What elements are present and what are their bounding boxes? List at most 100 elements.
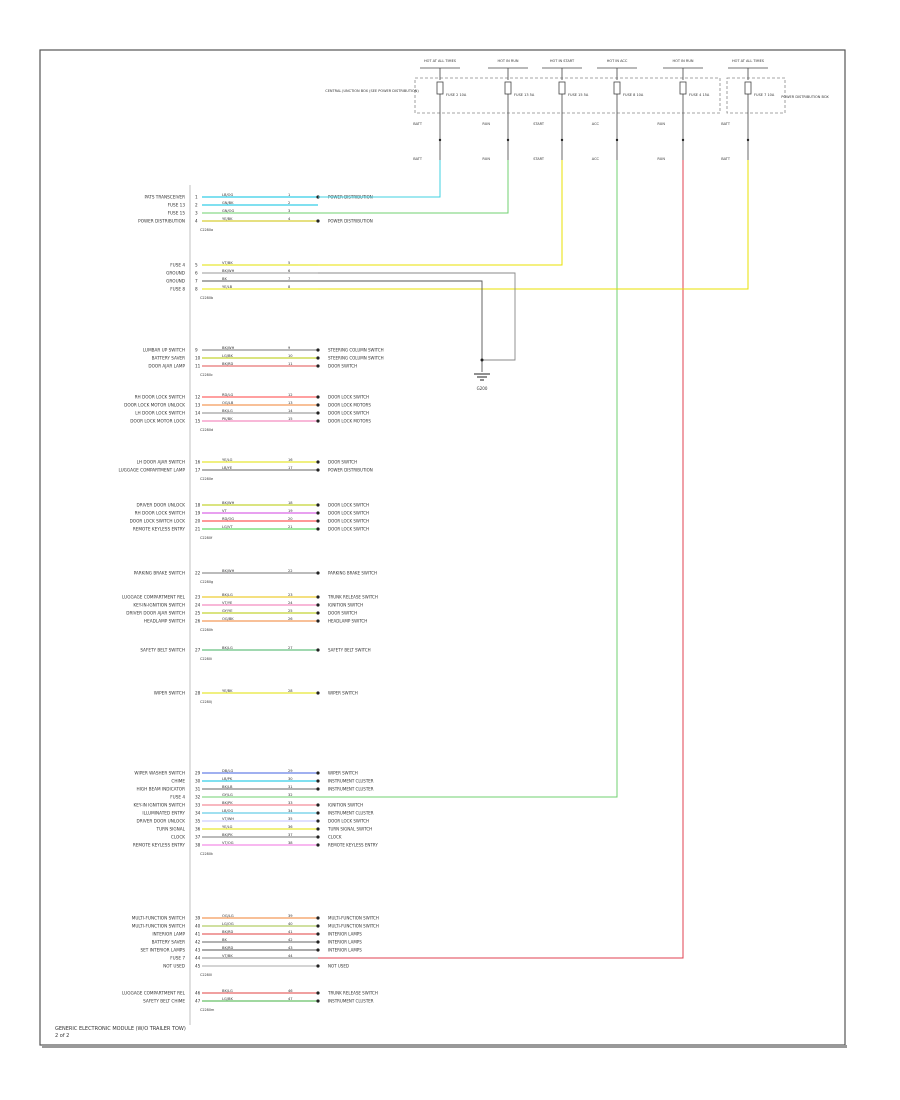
signal-label: LUMBAR UP SWITCH [143, 348, 185, 353]
destination-label: IGNITION SWITCH [328, 603, 363, 608]
signal-label: CHIME [171, 779, 185, 784]
splice-dot [438, 138, 442, 142]
destination-label: STEERING COLUMN SWITCH [328, 348, 384, 353]
signal-label: SET INTERIOR LAMPS [140, 948, 185, 953]
fuse-symbol [504, 81, 512, 95]
connector-pin [316, 571, 320, 575]
circuit-number: 43 [288, 946, 293, 950]
connector-pin [316, 527, 320, 531]
connector-id: C2280b [200, 296, 213, 300]
circuit-number: 3 [288, 209, 290, 213]
feed-wire [318, 160, 563, 266]
fuse-circuit-label: BATT [413, 157, 423, 161]
connector-pin [316, 619, 320, 623]
fuse-circuit-label: RUN [482, 122, 490, 126]
pin-number: 36 [195, 827, 201, 832]
destination-label: INTERIOR LAMPS [328, 932, 362, 937]
pin-number: 13 [195, 403, 201, 408]
signal-label: NOT USED [163, 964, 185, 969]
connector-pin [316, 348, 320, 352]
ground-wire [482, 345, 516, 361]
signal-label: SAFETY BELT SWITCH [140, 648, 185, 653]
fuse-circuit-label: BATT [721, 122, 731, 126]
fuse-feed-label: HOT AT ALL TIMES [732, 59, 765, 63]
connector-id: C2280c [200, 373, 213, 377]
connector-pin [316, 771, 320, 775]
connector-pin [316, 356, 320, 360]
fuse-feed-label: HOT IN RUN [497, 59, 518, 63]
ground-wire [318, 280, 483, 345]
wire-color-code: LB/YE [222, 466, 233, 470]
signal-label: FUSE 4 [170, 263, 185, 268]
connector-pin [316, 948, 320, 952]
connector-pin [316, 519, 320, 523]
circuit-number: 23 [288, 593, 293, 597]
fuse-label: FUSE 13 5A [514, 93, 535, 97]
signal-label: LUGGAGE COMPARTMENT REL [122, 595, 186, 600]
ground-area: G200 [318, 272, 516, 391]
top-power-area: CENTRAL JUNCTION BOX (SEE POWER DISTRIBU… [325, 59, 829, 161]
pin-number: 9 [195, 348, 198, 353]
signal-label: WIPER SWITCH [154, 691, 185, 696]
wire-color-code: BK [222, 938, 227, 942]
fuse-feed-label: HOT AT ALL TIMES [424, 59, 457, 63]
destination-label: TRUNK RELEASE SWITCH [327, 991, 378, 996]
circuit-number: 46 [288, 989, 293, 993]
footer-title: GENERIC ELECTRONIC MODULE (W/O TRAILER T… [55, 1026, 186, 1032]
connector-id: C2280g [200, 580, 213, 584]
fuse-label: FUSE 2 10A [446, 93, 467, 97]
splice-dot [746, 138, 750, 142]
pin-number: 17 [195, 468, 201, 473]
wire-color-code: GN/BK [222, 201, 234, 205]
feed-wires [318, 160, 749, 959]
signal-label: LUGGAGE COMPARTMENT REL [122, 991, 186, 996]
power-distribution-box [726, 77, 786, 114]
junction-box-label: POWER DISTRIBUTION BOX [781, 95, 829, 99]
pin-number: 3 [195, 211, 198, 216]
circuit-number: 19 [288, 509, 293, 513]
connector-pin [316, 964, 320, 968]
signal-label: LH DOOR LOCK SWITCH [135, 411, 185, 416]
pin-number: 38 [195, 843, 201, 848]
fuse-feed-label: HOT IN RUN [672, 59, 693, 63]
connector-id: C2280k [200, 852, 213, 856]
connector-pin [316, 827, 320, 831]
signal-label: REMOTE KEYLESS ENTRY [133, 527, 186, 532]
connector-pin [316, 803, 320, 807]
destination-label: INSTRUMENT CLUSTER [328, 787, 374, 792]
connector-pin [316, 460, 320, 464]
pin-number: 1 [195, 195, 198, 200]
fuse-circuit-label: RUN [482, 157, 490, 161]
diagram-shadow-bottom [42, 1045, 847, 1048]
fuse-symbol [613, 81, 621, 95]
circuit-number: 14 [288, 409, 293, 413]
destination-label: DOOR LOCK SWITCH [328, 503, 369, 508]
connector-pin [316, 468, 320, 472]
pin-number: 19 [195, 511, 201, 516]
signal-label: FUSE 8 [170, 287, 185, 292]
destination-label: CLOCK [328, 835, 342, 840]
signal-label: DRIVER DOOR UNLOCK [136, 503, 185, 508]
signal-label: FUSE 15 [168, 211, 186, 216]
destination-label: DOOR LOCK SWITCH [328, 411, 369, 416]
wire-color-code: VT [222, 509, 227, 513]
connector-pin [316, 691, 320, 695]
fuse-label: FUSE 8 10A [623, 93, 644, 97]
circuit-number: 1 [288, 193, 290, 197]
circuit-number: 31 [288, 785, 293, 789]
circuit-number: 15 [288, 417, 293, 421]
wire-color-code: BK/LB [222, 785, 233, 789]
ground-label: G200 [477, 386, 488, 391]
pin-number: 11 [195, 364, 201, 369]
fuse-circuit-label: ACC [592, 157, 600, 161]
pin-number: 22 [195, 571, 201, 576]
fuse-circuit-label: ACC [592, 122, 600, 126]
connector-pin [316, 991, 320, 995]
signal-label: HEADLAMP SWITCH [144, 619, 185, 624]
feed-wire [318, 160, 684, 959]
circuit-number: 30 [288, 777, 293, 781]
fuse-circuit-label: BATT [413, 122, 423, 126]
circuit-number: 29 [288, 769, 293, 773]
pin-number: 43 [195, 948, 201, 953]
connector-pin [316, 779, 320, 783]
